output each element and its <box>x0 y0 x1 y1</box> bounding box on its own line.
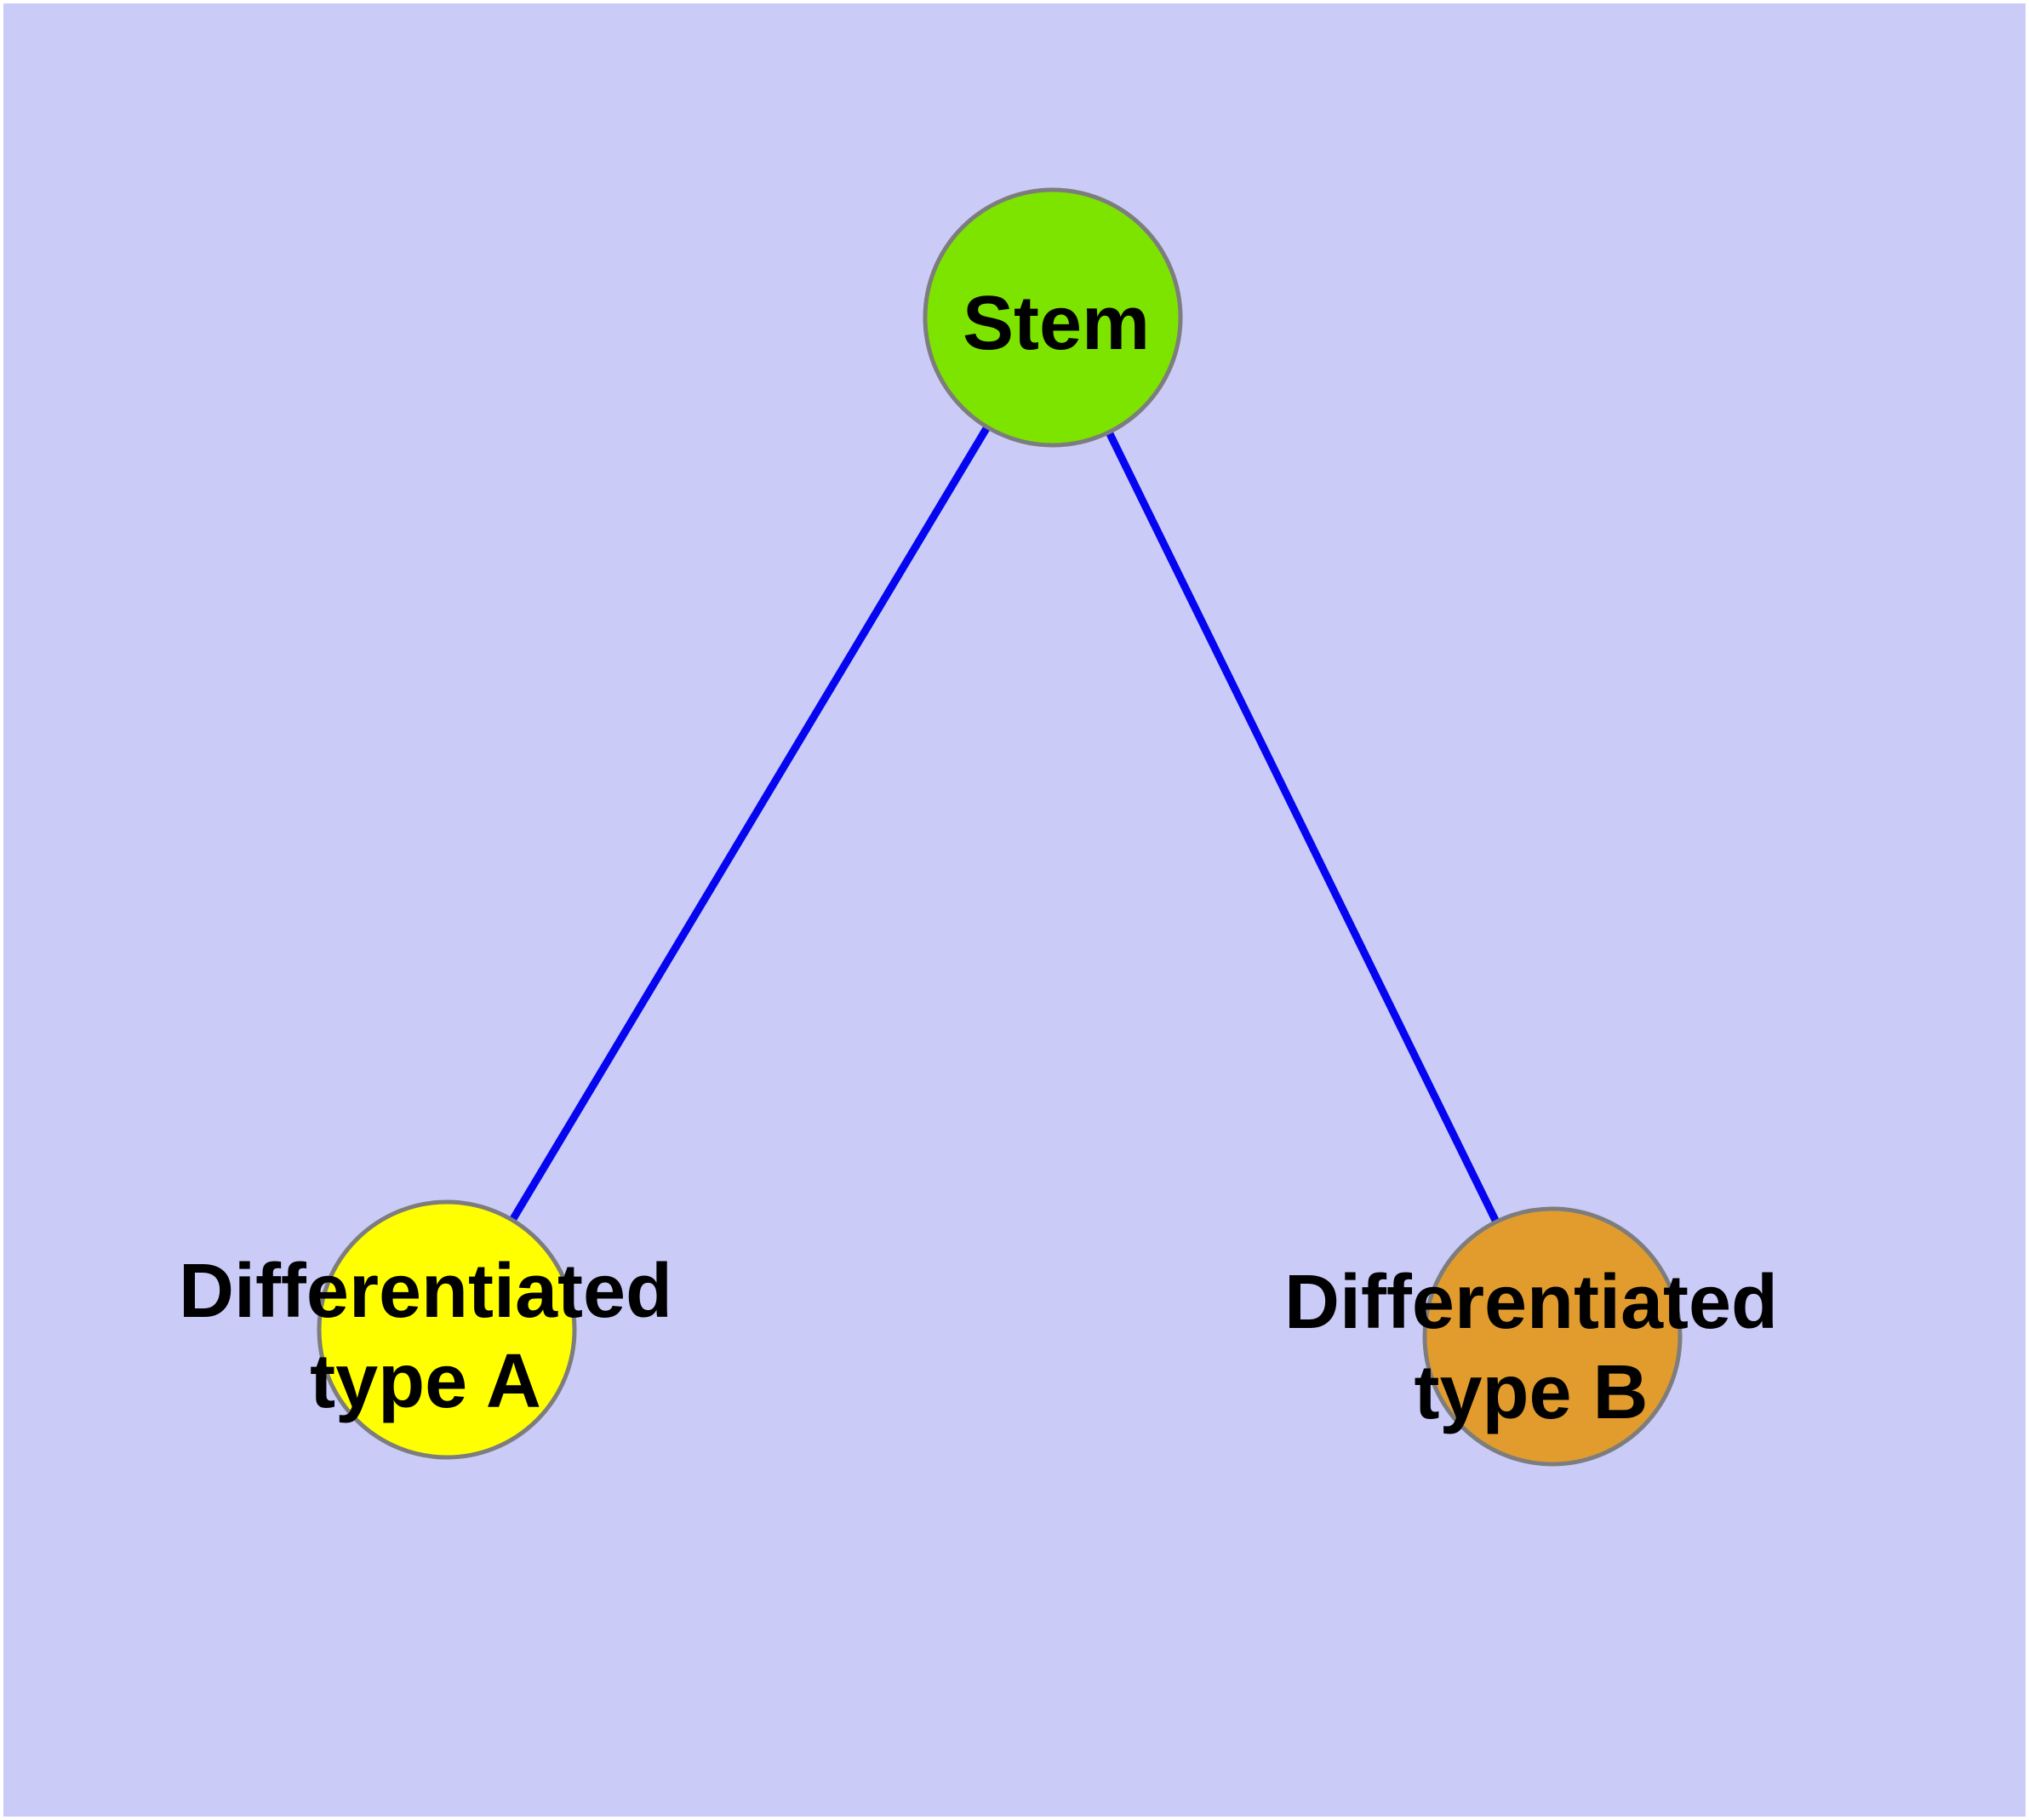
node-type-b-label-line2: type B <box>1414 1350 1648 1435</box>
node-type-a-label-line1: Differentiated <box>179 1249 672 1334</box>
node-type-a-label-line2: type A <box>310 1339 541 1424</box>
edge-stem-to-type-b <box>1049 316 1557 1338</box>
node-differentiated-type-b <box>1422 1206 1683 1467</box>
node-stem-label: Stem <box>963 281 1150 366</box>
node-type-b-label-line1: Differentiated <box>1284 1260 1778 1345</box>
edge-stem-to-type-a <box>443 315 1056 1332</box>
node-differentiated-type-a <box>317 1199 577 1460</box>
node-stem <box>923 187 1183 448</box>
